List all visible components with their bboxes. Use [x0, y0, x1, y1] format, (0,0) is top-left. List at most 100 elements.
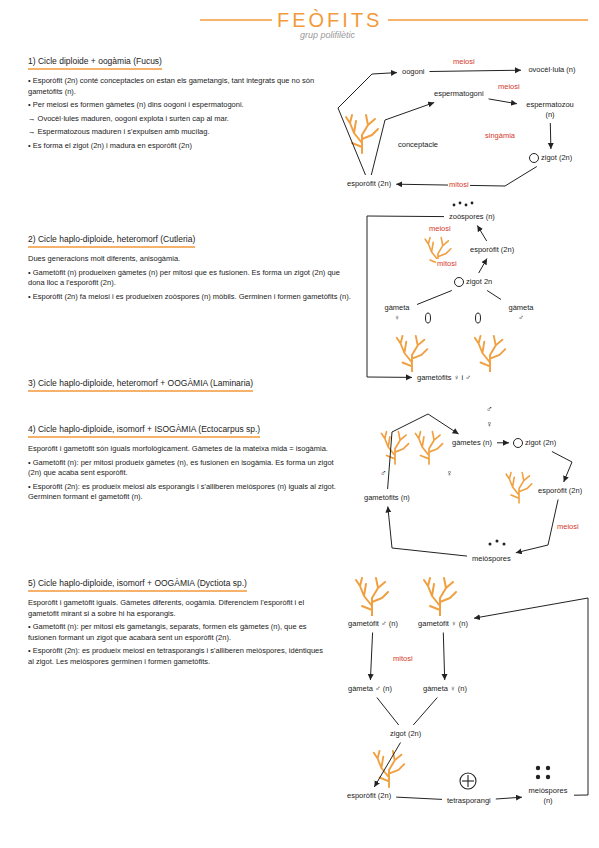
cycle-arrow — [338, 73, 397, 175]
cycle-arrow — [496, 797, 522, 799]
stage-label: esporòfit (2n) — [536, 485, 584, 497]
stage-text: tetrasporangi — [447, 796, 491, 805]
stage-text: gametòfit ♂ (n) — [348, 619, 398, 628]
section-heading: 1) Cicle diploide + oogàmia (Fucus) — [28, 56, 162, 70]
cycle-arrow — [377, 698, 399, 726]
heading-row: 1) Cicle diploide + oogàmia (Fucus) — [28, 50, 328, 76]
stage-label: zoòspores (n) — [447, 211, 497, 223]
cycle-arrow — [477, 226, 486, 242]
stage-text: zigot (2n) — [390, 729, 421, 738]
note-text: Esporòfit i gametòfit són iguals morfolò… — [28, 444, 338, 455]
cycle-arrow — [479, 259, 487, 274]
note-text: → Espermatozous maduren i s'expulsen amb… — [28, 127, 328, 138]
cycle-arrow — [430, 70, 522, 71]
heading-row: 5) Cicle haplo-diploide, isomorf + OOGÀM… — [28, 572, 328, 598]
heading-row: 2) Cicle haplo-diploide, heteromorf (Cut… — [28, 228, 358, 254]
seaweed — [415, 432, 442, 464]
stage-label: esporòfit (2n) — [345, 178, 393, 190]
stage-text: zigot 2n — [466, 277, 492, 286]
note-text: → Ovocèl·lules maduren, oogoni explota i… — [28, 114, 328, 125]
stage-text: espermatogoni — [434, 89, 484, 98]
stage-label: meiòspores (n) — [525, 785, 571, 806]
cycle-arrow — [417, 291, 452, 305]
stage-text: oogoni — [402, 67, 425, 76]
note-text: • Gametòfit (n): per mitosi els gametang… — [28, 622, 328, 643]
stage-label: gàmeta ♂ — [504, 302, 538, 323]
heading-row: 4) Cicle haplo-diploide, isomorf + ISOGÀ… — [28, 418, 338, 444]
seaweed — [356, 578, 388, 616]
subtitle: grup polifilètic — [300, 30, 355, 40]
cycle-arrow — [374, 743, 400, 788]
stage-label: gàmeta ♂ (n) — [345, 683, 395, 695]
cycle-arrow — [367, 216, 444, 377]
seaweed — [397, 336, 427, 372]
seaweed — [374, 751, 404, 787]
stage-label: gametòfit ♀ (n) — [415, 618, 471, 630]
stage-text: esporòfit (2n) — [538, 486, 582, 495]
page-title: FEÒFITS — [277, 8, 382, 32]
stage-text: meiòspores (n) — [529, 786, 568, 805]
stage-text: zigot (2n) — [541, 153, 572, 162]
stage-label: zigot (2n) — [528, 152, 574, 164]
stage-label: esporòfit (2n) — [345, 790, 393, 802]
process-label: mitosi — [448, 180, 470, 189]
cycle-arrow — [388, 414, 459, 489]
note-text: Dues generacions molt diferents, anisogà… — [28, 254, 358, 265]
sex-symbol: ♂ — [486, 404, 493, 414]
note-text: • Es forma el zigot (2n) i madura en esp… — [28, 141, 328, 152]
gamete-symbol — [426, 313, 481, 323]
cycle-arrow — [388, 507, 467, 557]
title-rule — [388, 19, 588, 21]
seaweed — [506, 473, 532, 503]
note-text: • Esporòfit (2n) conté conceptacles on e… — [28, 76, 328, 97]
sex-symbol: ♀ — [486, 419, 493, 429]
stage-label: esporòfit (2n) — [468, 244, 516, 256]
stage-text: gàmeta ♀ — [384, 303, 409, 322]
seaweed — [475, 336, 505, 372]
text-column: 2) Cicle haplo-diploide, heteromorf (Cut… — [28, 228, 358, 305]
cycle-arrow — [487, 291, 501, 300]
stage-text: gametòfit ♀ (n) — [418, 619, 468, 628]
stage-label: gametòfit ♂ (n) — [345, 618, 401, 630]
stage-label: ovocèl·lula (n) — [524, 64, 580, 76]
note-text: • Gametòfit (n) produeixen gàmetes (n) p… — [28, 268, 358, 289]
cycle-arrow — [370, 633, 372, 681]
section-heading: 5) Cicle haplo-diploide, isomorf + OOGÀM… — [28, 578, 247, 592]
cycle-arrow — [443, 633, 444, 681]
stage-text: gàmetes (n) — [452, 438, 492, 447]
sex-symbol: ♂ — [380, 468, 387, 478]
cycle-arrow — [497, 442, 509, 443]
spore-dots — [453, 202, 551, 780]
cycle-arrow — [550, 123, 552, 149]
process-label: meiosi — [428, 224, 452, 233]
section-heading: 2) Cicle haplo-diploide, heteromorf (Cut… — [28, 234, 195, 248]
stage-text: gàmeta ♂ — [508, 303, 533, 322]
seaweed — [346, 115, 378, 153]
note-text: • Per meiosi es formen gàmetes (n) dins … — [28, 100, 328, 111]
stage-label: espermatogoni — [432, 88, 486, 100]
process-label: meiosi — [556, 522, 580, 531]
stage-label: zigot 2n — [453, 276, 494, 288]
text-column: 4) Cicle haplo-diploide, isomorf + ISOGÀ… — [28, 418, 338, 506]
process-label: meiosi — [497, 82, 521, 91]
note-text: • Esporòfit (2n) fa meiosi i es produeix… — [28, 292, 358, 303]
stage-text: esporòfit (2n) — [347, 791, 391, 800]
stage-text: zoòspores (n) — [449, 212, 495, 221]
note-text: • Esporòfit (2n): es produeix meiosi als… — [28, 482, 338, 503]
structure-label: conceptacle — [398, 140, 438, 150]
stage-text: gametòfits (n) — [364, 493, 410, 502]
cycle-arrow — [396, 797, 442, 799]
stage-label: zigot (2n) — [388, 728, 423, 740]
process-label: mitosi — [436, 259, 458, 268]
cycle-arrow — [552, 452, 572, 483]
stage-label: gametòfits ♀ i ♂ — [415, 372, 473, 384]
stage-text: zigot (2n) — [525, 438, 556, 447]
tetrasporangium-symbol — [460, 773, 476, 789]
process-label: meiosi — [452, 57, 476, 66]
stage-label: tetrasporangi — [445, 795, 493, 807]
stage-text: ovocèl·lula (n) — [528, 65, 575, 74]
stage-text: esporòfit (2n) — [470, 245, 514, 254]
note-text: • Gametòfit (n): per mitosi produeix gàm… — [28, 458, 338, 479]
stage-text: espermatozou (n) — [526, 100, 574, 119]
